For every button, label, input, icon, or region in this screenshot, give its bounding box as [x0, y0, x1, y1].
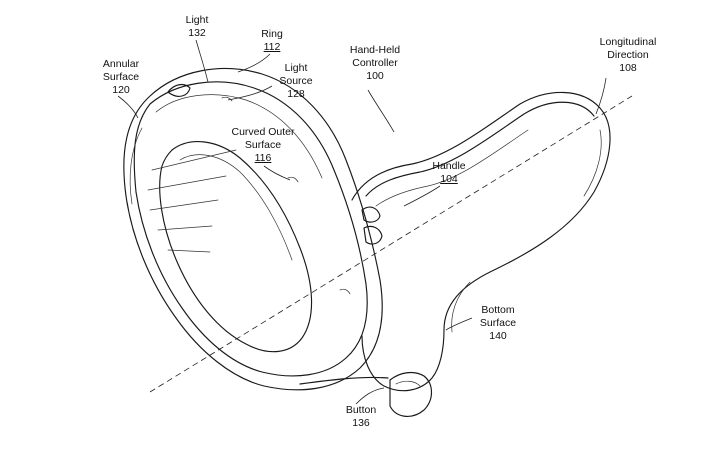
label-annular-surface: Annular Surface 120: [92, 58, 150, 97]
label-curved-outer-surface: Curved Outer Surface 116: [222, 126, 304, 165]
handle-body: [300, 92, 610, 416]
label-longitudinal-direction: Longitudinal Direction 108: [590, 36, 666, 75]
label-handle: Handle 104: [424, 160, 474, 186]
label-bottom-surface: Bottom Surface 140: [472, 304, 524, 343]
ring-body: [124, 69, 382, 390]
label-light-source: Light Source 128: [272, 62, 320, 101]
label-button: Button 136: [336, 404, 386, 430]
label-light: Light 132: [178, 14, 216, 40]
label-ring: Ring 112: [252, 28, 292, 54]
label-hand-held-controller: Hand-Held Controller 100: [338, 44, 412, 83]
leader-lines: [118, 40, 606, 404]
